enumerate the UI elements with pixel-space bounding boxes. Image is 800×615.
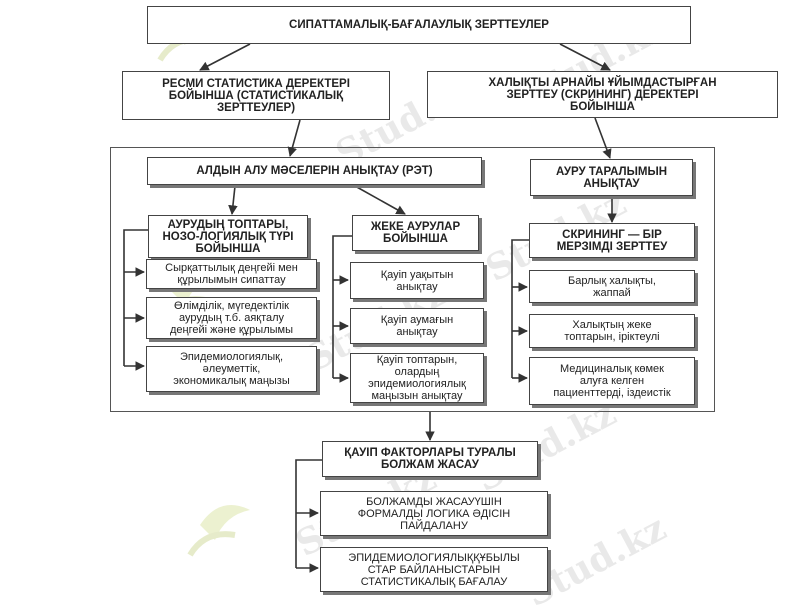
disease-prevalence-box: АУРУ ТАРАЛЫМЫН АНЫҚТАУ — [530, 159, 693, 196]
screening-data-box: ХАЛЫҚТЫ АРНАЙЫ ҰЙЫМДАСТЫРҒАН ЗЕРТТЕУ (СК… — [427, 71, 778, 118]
screening-box: СКРИНИНГ — БІР МЕРЗІМДІ ЗЕРТТЕУ — [529, 223, 695, 258]
official-statistics-box: РЕСМИ СТАТИСТИКА ДЕРЕКТЕРІ БОЙЫНША (СТАТ… — [122, 71, 390, 120]
root-box: СИПАТТАМАЛЫҚ-БАҒАЛАУЛЫҚ ЗЕРТТЕУЛЕР — [147, 6, 691, 44]
screening-item: Барлық халықты, жаппай — [529, 270, 695, 303]
separate-diseases-item: Қауіп топтарын, олардың эпидемиологиялық… — [350, 353, 484, 403]
screening-item: Медициналық көмек алуға келген пациентте… — [529, 357, 695, 405]
separate-diseases-box: ЖЕКЕ АУРУЛАР БОЙЫНША — [352, 215, 479, 251]
hypothesis-box: ҚАУІП ФАКТОРЛАРЫ ТУРАЛЫ БОЛЖАМ ЖАСАУ — [322, 441, 538, 477]
prevention-priority-box: АЛДЫН АЛУ МӘСЕЛЕРІН АНЫҚТАУ (РЭТ) — [147, 157, 482, 185]
separate-diseases-item: Қауіп уақытын анықтау — [350, 262, 484, 299]
disease-groups-item: Өлімділік, мүгедектілік аурудың т.б. аяқ… — [146, 297, 317, 339]
disease-groups-item: Эпидемиологиялық, әлеуметтік, экономикал… — [146, 346, 317, 392]
analysis-panel — [110, 147, 715, 412]
disease-groups-item: Сырқаттылық деңгейі мен құрылымын сипатт… — [146, 259, 317, 289]
disease-groups-box: АУРУДЫҢ ТОПТАРЫ, НОЗО-ЛОГИЯЛЫҚ ТҮРІ БОЙЫ… — [148, 215, 308, 258]
hypothesis-item: БОЛЖАМДЫ ЖАСАУҮШІН ФОРМАЛДЫ ЛОГИКА ӘДІСІ… — [320, 491, 548, 536]
hypothesis-item: ЭПИДЕМИОЛОГИЯЛЫҚҚҰБЫЛЫ СТАР БАЙЛАНЫСТАРЫ… — [320, 547, 548, 592]
separate-diseases-item: Қауіп аумағын анықтау — [350, 308, 484, 344]
watermark-logo-icon — [187, 505, 250, 557]
screening-item: Халықтың жеке топтарын, іріктеулі — [529, 314, 695, 348]
